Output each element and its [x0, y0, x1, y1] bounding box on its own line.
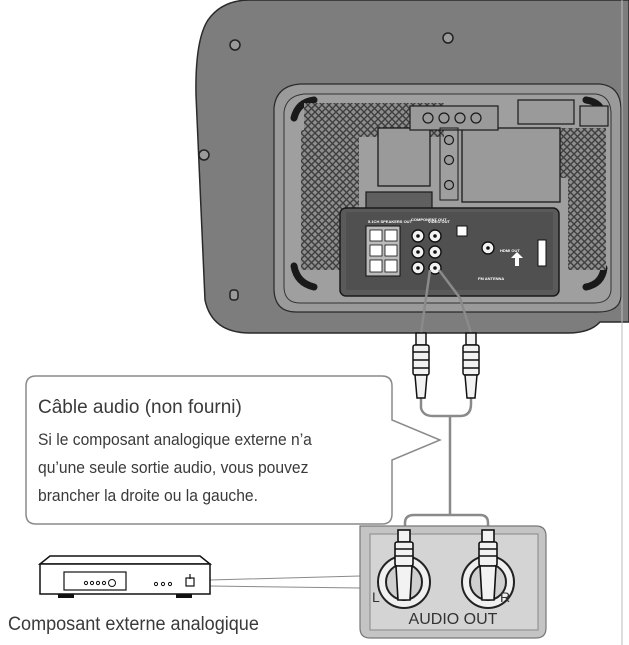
label-speakers-out: 5.1CH SPEAKERS OUT [368, 219, 413, 224]
foot-bottom-left [290, 262, 318, 291]
foot-bottom-right [582, 264, 608, 291]
callout-title: Câble audio (non fourni) [38, 397, 242, 418]
device-pointer-line [209, 575, 361, 589]
screw-hole [229, 39, 241, 51]
center-holes [443, 134, 455, 191]
external-component [37, 555, 213, 598]
hdmi-arrow-icon [511, 252, 523, 266]
power-icon [185, 574, 195, 587]
label-fm-antenna: FM ANTENNA [478, 276, 504, 281]
cable-wire-right [438, 269, 473, 334]
component-top [37, 555, 213, 565]
rca-plug-upper-right [462, 332, 480, 399]
top-slot [517, 99, 575, 125]
component-buttons [83, 579, 173, 587]
callout-line: qu’une seule sortie audio, vous pouvez [38, 458, 309, 477]
audio-out-right-label: R [500, 589, 510, 605]
rca-jacks [411, 229, 495, 275]
callout-line: brancher la droite ou la gauche. [38, 486, 258, 505]
cable-join [419, 398, 473, 418]
audio-out-left-label: L [372, 589, 380, 605]
label-component-out: COMPONENT OUT [411, 217, 447, 222]
screw-hole [198, 149, 210, 161]
component-foot-left [58, 594, 74, 598]
audio-out-panel: L R AUDIO OUT [359, 525, 547, 639]
callout-bubble [25, 375, 442, 525]
optical-port [456, 225, 468, 237]
label-video-out: VIDEO OUT [428, 219, 451, 224]
rca-plug-upper-left [412, 332, 430, 399]
hdmi-slot [537, 239, 547, 267]
main-unit-rear: 5.1CH SPEAKERS OUT COMPONENT OUT VIDEO O… [195, 0, 629, 334]
cable-split [403, 513, 490, 530]
mount-block-right [461, 127, 561, 203]
center-column [439, 127, 459, 201]
screw-hole [229, 289, 239, 301]
cable-wire-left [419, 269, 432, 334]
audio-out-label: AUDIO OUT [409, 611, 498, 628]
top-slot-small [579, 105, 609, 127]
component-foot-right [176, 594, 192, 598]
component-caption: Composant externe analogique [8, 614, 259, 635]
speaker-terminals [365, 225, 401, 277]
mount-block-left [377, 127, 431, 187]
component-display [63, 571, 127, 591]
audio-cable [209, 269, 490, 589]
rca-jack-centers [416, 234, 490, 270]
rca-plug-lower-left [394, 529, 414, 601]
screw-hole [442, 32, 454, 44]
top-plate-holes [422, 112, 482, 124]
rca-plug-lower-right [478, 529, 498, 601]
callout-line: Si le composant analogique externe n’a [38, 430, 312, 449]
foot-top-left [290, 96, 318, 122]
label-hdmi-out: HDMI OUT [500, 248, 520, 253]
